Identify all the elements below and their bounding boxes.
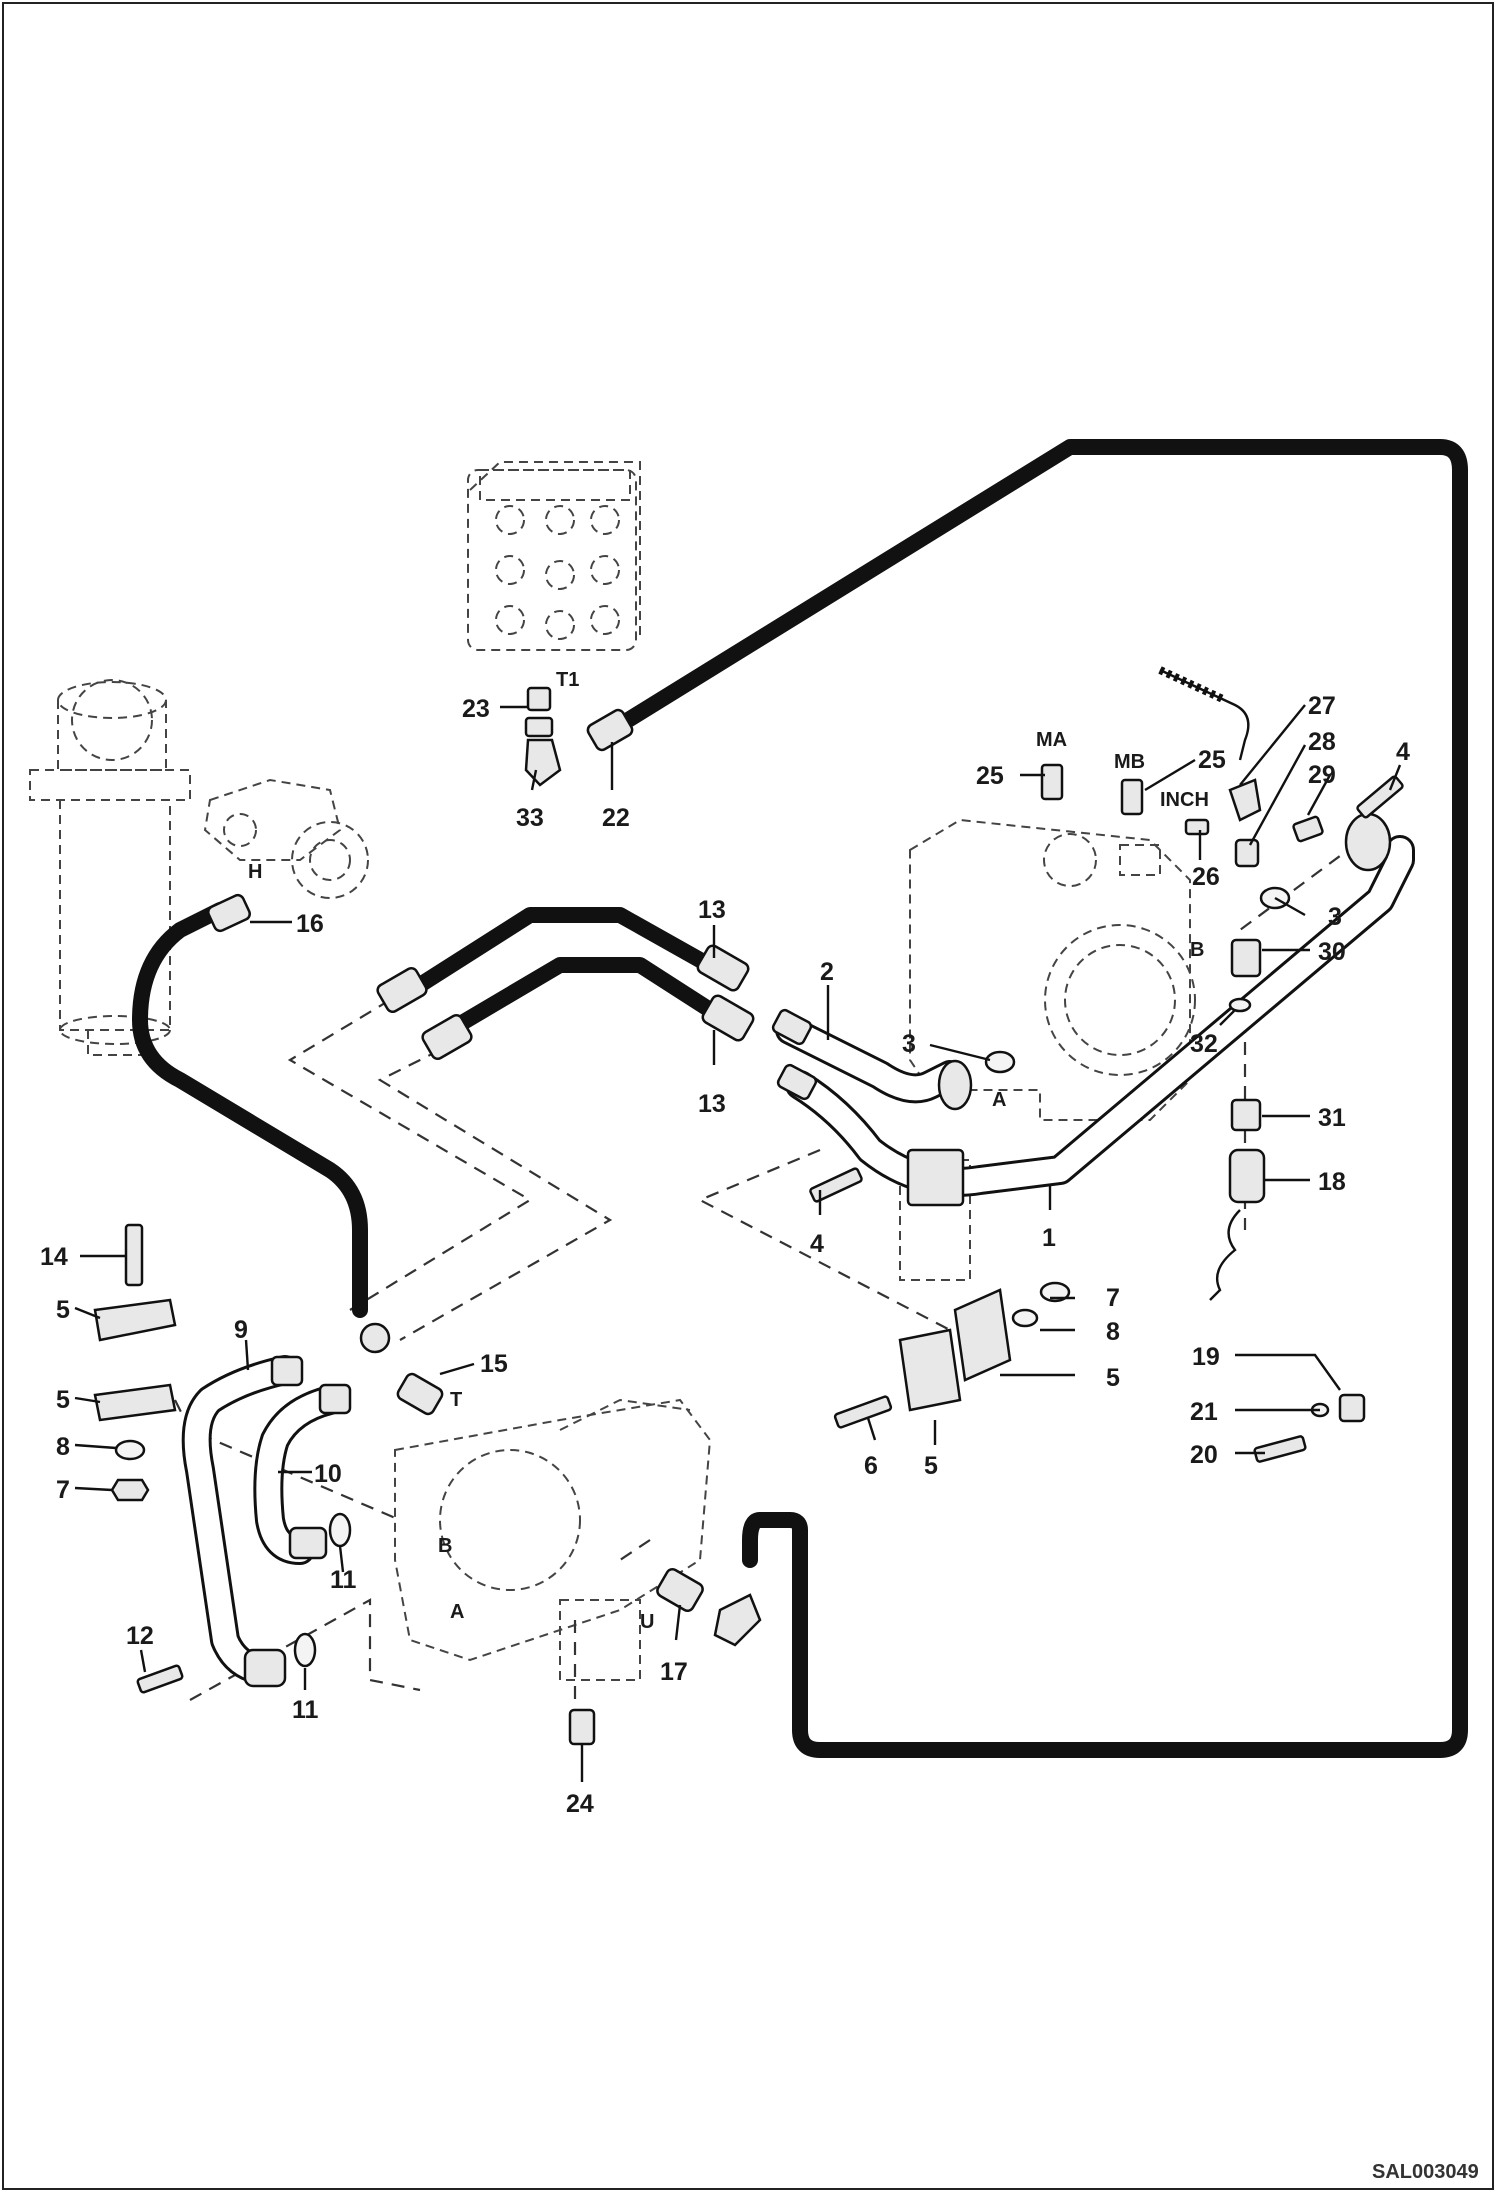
- callout-8-right: 8: [1106, 1318, 1120, 1346]
- callout-13-lower: 13: [698, 1090, 726, 1118]
- callout-13-upper: 13: [698, 896, 726, 924]
- callout-7-right: 7: [1106, 1284, 1120, 1312]
- port-H: H: [248, 861, 262, 883]
- fittings: [93, 666, 1404, 1746]
- callout-22: 22: [602, 804, 630, 832]
- callout-23: 23: [462, 695, 490, 723]
- callout-numbers: 23 33 22 16 13 13 2 3 4 1 25 25 26 27 28…: [40, 692, 1410, 1818]
- callout-11-upper: 11: [330, 1566, 357, 1594]
- callout-11-lower: 11: [292, 1696, 319, 1724]
- callout-8-left: 8: [56, 1433, 70, 1461]
- callout-10: 10: [314, 1460, 342, 1488]
- callout-30: 30: [1318, 938, 1346, 966]
- callout-24: 24: [566, 1790, 594, 1818]
- leader-lines: [74, 704, 1402, 1782]
- callout-9: 9: [234, 1316, 248, 1344]
- callout-17: 17: [660, 1658, 688, 1686]
- callout-5-bottom: 5: [924, 1452, 938, 1480]
- port-MA: MA: [1036, 729, 1067, 751]
- callout-14: 14: [40, 1243, 68, 1271]
- pipe-9: [181, 1355, 300, 1685]
- callout-27: 27: [1308, 692, 1336, 720]
- callout-16: 16: [296, 910, 324, 938]
- callout-29: 29: [1308, 761, 1336, 789]
- reference-code: SAL003049: [1372, 2161, 1479, 2183]
- port-T1: T1: [556, 669, 579, 691]
- port-labels: T1 H MA MB INCH A B T B A U: [248, 669, 1209, 1633]
- callout-19: 19: [1192, 1343, 1220, 1371]
- callout-3-left: 3: [902, 1030, 916, 1058]
- callout-21: 21: [1190, 1398, 1218, 1426]
- gear-pump: [203, 778, 369, 899]
- callout-2: 2: [820, 958, 834, 986]
- callout-3-right: 3: [1328, 903, 1342, 931]
- callout-12: 12: [126, 1622, 154, 1650]
- hydraulic-filter-housing: [29, 679, 191, 1056]
- callout-26-right: 26: [1192, 863, 1220, 891]
- callout-15: 15: [480, 1350, 508, 1378]
- callout-7-left: 7: [56, 1476, 70, 1504]
- control-valve-block: [467, 461, 641, 651]
- callout-4-left: 4: [810, 1230, 824, 1258]
- suction-hose-16: [132, 902, 368, 1318]
- hose-13-lower: [442, 957, 718, 1038]
- hose-13-upper: [412, 907, 708, 993]
- pipe-10: [253, 1385, 345, 1565]
- variable-displacement-pump: [899, 818, 1196, 1281]
- return-hose-22: [612, 439, 1468, 1758]
- pipe-1: [785, 835, 1415, 1197]
- port-U: U: [640, 1611, 654, 1633]
- callout-4-right: 4: [1396, 738, 1410, 766]
- port-B-pump: B: [1190, 939, 1204, 961]
- pipe-2: [775, 1015, 965, 1104]
- port-A-motor: A: [450, 1601, 464, 1623]
- callout-25-right: 25: [1198, 746, 1226, 774]
- port-B-motor: B: [438, 1535, 452, 1557]
- port-INCH: INCH: [1160, 789, 1209, 811]
- port-T: T: [450, 1389, 462, 1411]
- callout-28: 28: [1308, 728, 1336, 756]
- callout-20: 20: [1190, 1441, 1218, 1469]
- callout-5-right: 5: [1106, 1364, 1120, 1392]
- callout-18: 18: [1318, 1168, 1346, 1196]
- callout-5-left-upper: 5: [56, 1296, 70, 1324]
- port-MB: MB: [1114, 751, 1145, 773]
- callout-1: 1: [1042, 1224, 1056, 1252]
- port-A-pump: A: [992, 1089, 1006, 1111]
- callout-5-left-lower: 5: [56, 1386, 70, 1414]
- callout-33: 33: [516, 804, 544, 832]
- hydraulic-motor: [394, 1398, 712, 1681]
- callout-31: 31: [1318, 1104, 1346, 1132]
- callout-32: 32: [1190, 1030, 1218, 1058]
- callout-6: 6: [864, 1452, 878, 1480]
- callout-25-left: 25: [976, 762, 1004, 790]
